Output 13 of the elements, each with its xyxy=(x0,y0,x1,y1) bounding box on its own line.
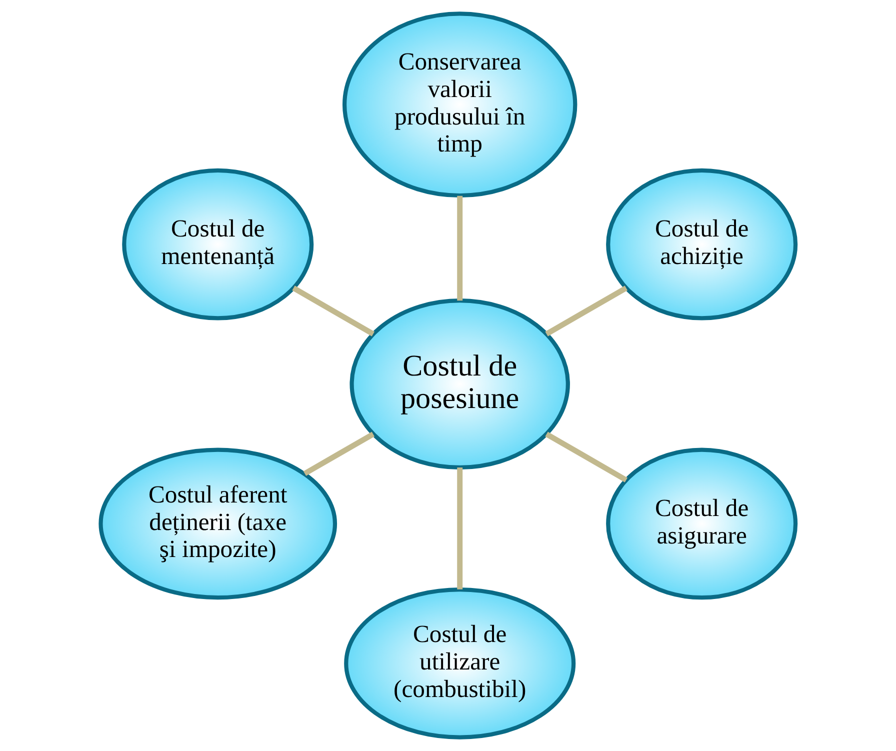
node-ellipse: Conservarea valorii produsului în timp xyxy=(342,12,578,198)
node-ellipse: Costul aferent deținerii (taxe şi impozite) xyxy=(98,448,338,600)
node-ellipse: Costul de posesiune xyxy=(350,298,570,470)
connector xyxy=(457,196,463,301)
connector xyxy=(292,286,375,336)
connector xyxy=(303,432,375,476)
node-ellipse: Costul de mentenanță xyxy=(122,168,314,320)
connector xyxy=(545,432,628,482)
node-ellipse: Costul de achiziție xyxy=(606,168,798,320)
connector xyxy=(545,286,628,336)
connector xyxy=(457,467,463,590)
node-ellipse: Costul de utilizare (combustibil) xyxy=(344,588,576,740)
node-ellipse: Costul de asigurare xyxy=(606,448,798,600)
